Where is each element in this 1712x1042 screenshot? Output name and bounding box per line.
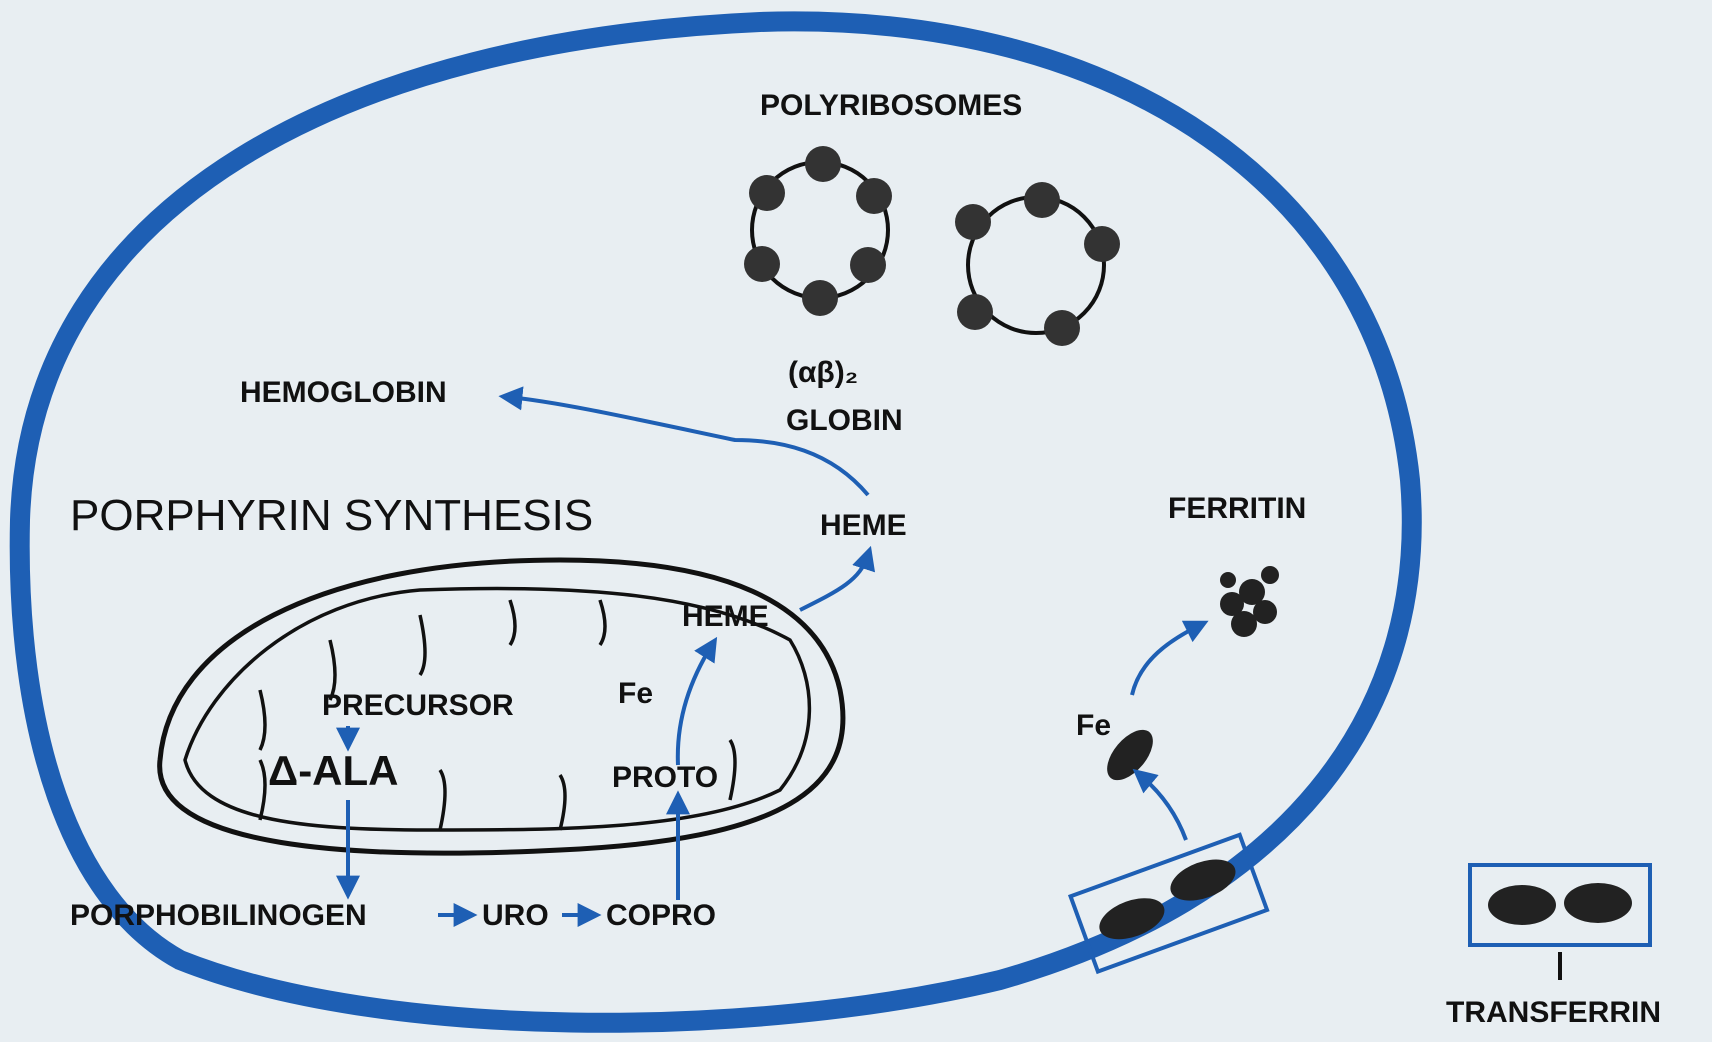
polyribosomes-label: POLYRIBOSOMES <box>760 89 1022 122</box>
precursor-label: PRECURSOR <box>322 689 514 722</box>
fe-to-ferritin-arrow <box>1132 625 1200 695</box>
external-transferrin <box>1470 865 1650 980</box>
proto-to-heme-arrow <box>678 645 712 765</box>
porphyrin-synthesis-title: PORPHYRIN SYNTHESIS <box>70 491 593 540</box>
uro-label: URO <box>482 899 549 932</box>
globin-label: GLOBIN <box>786 404 903 437</box>
copro-label: COPRO <box>606 899 716 932</box>
hemoglobin-label: HEMOGLOBIN <box>240 376 447 409</box>
ferritin-label: FERRITIN <box>1168 492 1306 525</box>
polyribosome-left <box>744 146 892 316</box>
fe-cytosol-label: Fe <box>1076 709 1111 742</box>
polyribosome-right <box>955 182 1120 346</box>
fe-mito-label: Fe <box>618 677 653 710</box>
heme-cytosol-label: HEME <box>820 509 907 542</box>
ab2-label: (αβ)₂ <box>788 356 858 389</box>
porphobilinogen-label: PORPHOBILINOGEN <box>70 899 367 932</box>
proto-label: PROTO <box>612 761 718 794</box>
heme-mito-label: HEME <box>682 600 769 633</box>
ala-label: Δ-ALA <box>268 747 399 794</box>
ferritin-glyph <box>1220 566 1279 637</box>
transferrin-label: TRANSFERRIN <box>1446 996 1661 1029</box>
heme-export-arrow <box>800 555 868 610</box>
transferrin-uptake-arrow <box>1140 775 1186 840</box>
